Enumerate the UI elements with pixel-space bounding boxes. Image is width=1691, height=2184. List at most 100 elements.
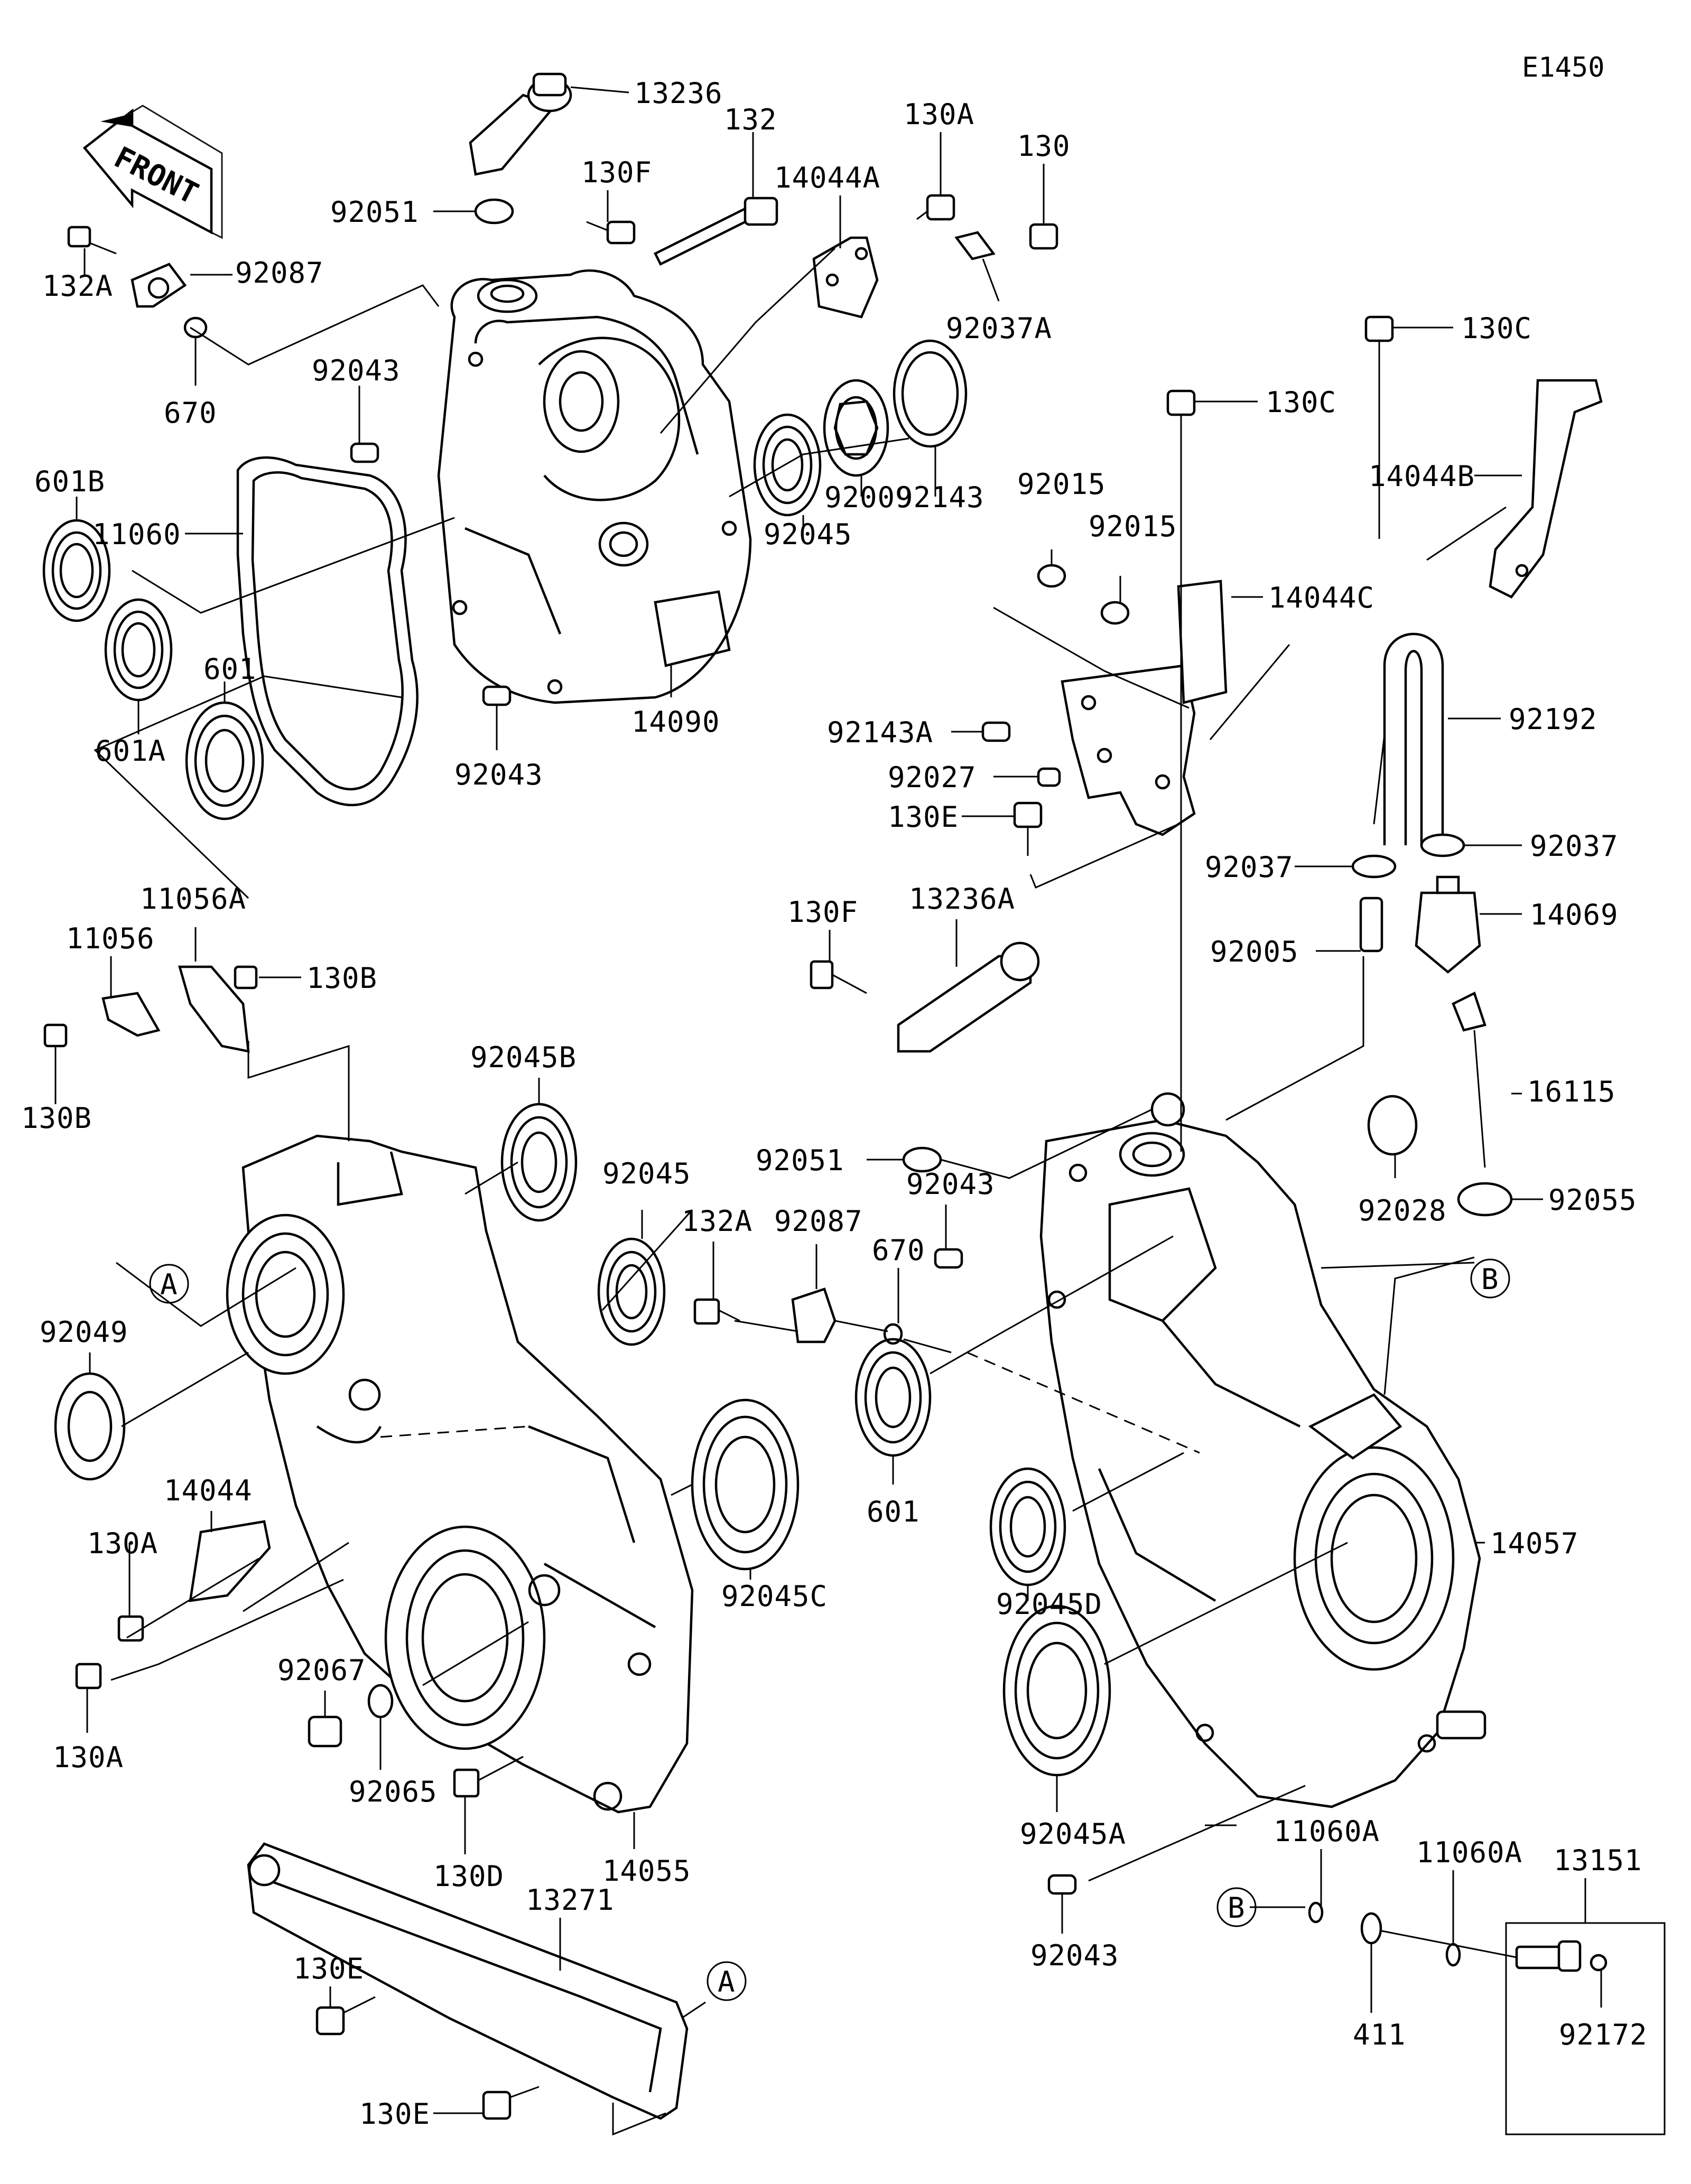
part-label: 130E <box>293 1952 364 1985</box>
dipstick-16115 <box>1452 991 1486 1168</box>
bolt-130D <box>453 1756 524 1798</box>
part-label: 130E <box>359 2097 430 2131</box>
part-labels: 13236 130F 132 130A 130 14044A 92051 920… <box>21 77 1648 2131</box>
svg-text:A: A <box>718 1965 736 1999</box>
bolt-130C-b <box>1364 315 1394 365</box>
part-label: 13271 <box>526 1883 615 1917</box>
callout-B-right: B <box>1470 1258 1510 1299</box>
part-label: 92143A <box>827 716 933 749</box>
svg-text:B: B <box>1481 1263 1499 1296</box>
part-label: 92087 <box>235 256 324 290</box>
part-label: 92043 <box>1030 1939 1119 1972</box>
clamp-92037-b <box>1420 833 1465 857</box>
part-label: 92037 <box>1205 851 1294 884</box>
bracket-14044 <box>189 1520 271 1602</box>
bearing-92045-mid <box>597 1237 666 1346</box>
washer-411 <box>1360 1912 1382 1945</box>
bearing-601-mid <box>854 1338 932 1457</box>
svg-text:B: B <box>1228 1891 1246 1925</box>
part-label: 92065 <box>349 1775 438 1808</box>
part-label: 601 <box>203 652 257 686</box>
hose-92192 <box>1383 632 1444 845</box>
part-label: 130F <box>581 156 652 189</box>
bolt-130A-b <box>75 1663 102 1690</box>
part-label: 130F <box>787 895 858 929</box>
part-label: 411 <box>1353 2018 1406 2051</box>
part-label: 11056 <box>66 922 155 955</box>
collar-92028 <box>1367 1095 1418 1156</box>
washer-11060A-b <box>1445 1943 1461 1967</box>
spacer-92143A <box>981 721 1011 742</box>
part-label: 14069 <box>1530 898 1619 931</box>
part-label: 92045 <box>602 1157 691 1190</box>
part-label: 11056A <box>140 882 246 916</box>
bracket-92087-top <box>131 263 187 308</box>
part-label: 130A <box>904 98 974 131</box>
part-label: 92051 <box>330 195 419 229</box>
part-label: 92192 <box>1509 703 1597 736</box>
part-label: 92045B <box>470 1041 577 1074</box>
part-label: 92087 <box>774 1205 863 1238</box>
part-label: 130D <box>433 1860 504 1893</box>
svg-text:A: A <box>160 1268 178 1301</box>
diagram-code: E1450 <box>1522 52 1605 83</box>
collar-92143 <box>893 339 968 448</box>
gasket-11060-inner <box>251 471 404 790</box>
callout-A-left: A <box>149 1264 189 1304</box>
gasket-11060 <box>236 456 419 806</box>
bolt-130A-top <box>916 194 955 221</box>
part-label: 92043 <box>454 758 543 791</box>
part-label: 92027 <box>888 761 977 794</box>
part-label: 16115 <box>1527 1075 1616 1108</box>
bracket-14044C <box>1061 580 1228 836</box>
bolt-130E-b <box>482 2086 540 2120</box>
part-label: 92043 <box>906 1168 995 1201</box>
bolt-130-top <box>1029 223 1058 250</box>
bolt-130A-a <box>117 1615 144 1642</box>
part-label: 13151 <box>1554 1844 1642 1877</box>
bolt-130E-mid <box>1013 801 1043 856</box>
part-label: 14044C <box>1268 581 1374 614</box>
clamp-92037-a <box>1351 854 1397 879</box>
callout-A-bottom: A <box>707 1961 747 2001</box>
part-label: 92037 <box>1530 829 1619 863</box>
leader-lines <box>54 86 1602 2136</box>
bracket-14044B <box>1489 379 1603 599</box>
part-label: 14090 <box>631 705 720 739</box>
part-label: 92015 <box>1017 468 1106 501</box>
part-label: 132A <box>42 269 113 303</box>
part-label: 130A <box>53 1741 124 1774</box>
upper-housing-14090 <box>437 269 752 704</box>
bolt-132A-top <box>67 226 117 255</box>
part-label: 601A <box>95 734 166 768</box>
fitting-92005 <box>1359 897 1383 953</box>
part-label: 14044B <box>1369 460 1475 493</box>
seal-92049 <box>54 1372 126 1481</box>
bracket-11056A <box>101 965 250 1053</box>
part-label: 601B <box>34 465 105 498</box>
part-label: 130E <box>888 800 959 834</box>
part-label: 92051 <box>756 1144 844 1177</box>
bolt-13151 <box>1515 1940 1582 1972</box>
part-label: 130 <box>1017 129 1071 163</box>
bolt-130B-a <box>234 965 258 990</box>
part-label: 14044 <box>164 1474 253 1507</box>
washer-92065 <box>367 1684 394 1719</box>
part-label: 14057 <box>1490 1527 1579 1560</box>
filter-14069 <box>1415 875 1481 974</box>
lever-13236A <box>897 941 1040 1053</box>
part-label: 130B <box>306 962 377 995</box>
lever-13236 <box>469 72 572 176</box>
part-label: 92143 <box>896 481 984 514</box>
bracket-14044A <box>812 236 879 319</box>
oring-670-mid <box>883 1323 903 1345</box>
part-label: 92045C <box>721 1580 828 1613</box>
dowel-92043-c <box>934 1248 963 1269</box>
plug-92067 <box>308 1715 342 1748</box>
part-label: 92172 <box>1559 2018 1648 2051</box>
part-label: 13236 <box>634 77 723 110</box>
bolt-130B-b <box>43 1023 68 1048</box>
part-label: 11060A <box>1416 1836 1522 1869</box>
oring-92055 <box>1457 1182 1513 1217</box>
part-label: 130B <box>21 1102 92 1135</box>
